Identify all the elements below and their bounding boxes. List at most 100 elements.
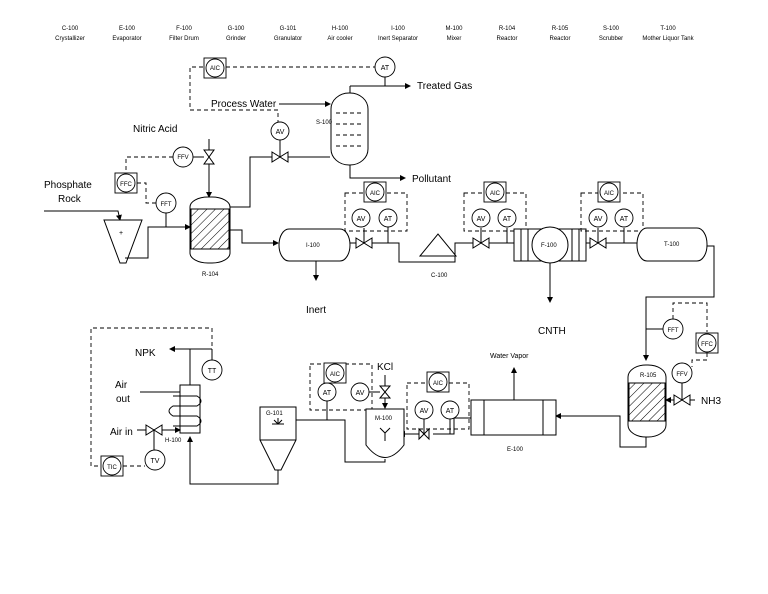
crystallizer-c100: C-100: [418, 233, 458, 279]
r105-to-e100-line: [555, 413, 647, 448]
phosphate-rock-line: [44, 210, 122, 221]
air-in-label: Air in: [110, 427, 133, 438]
legend-item-c100: C-100 Crystallizer: [55, 26, 85, 42]
legend-item-t100: T-100 Mother Liquor Tank: [642, 26, 694, 42]
aic-label: AIC: [433, 381, 444, 387]
aic-label: AIC: [370, 191, 381, 197]
analyzer-valve-label: AV: [276, 129, 285, 136]
legend-code: E-100: [119, 26, 136, 32]
scrubber-vessel: [330, 92, 369, 166]
legend-item-g101: G-101 Granulator: [274, 26, 302, 42]
legend-code: R-104: [499, 26, 516, 32]
legend-item-h100: H-100 Air cooler: [327, 26, 352, 42]
filter-drum-f100: F-100: [513, 226, 587, 264]
at-label: AT: [620, 216, 629, 223]
rock-to-reactor-line: [125, 224, 191, 259]
fft-label: FFT: [161, 202, 172, 208]
f100-label: F-100: [541, 243, 557, 249]
tic-label: TIC: [107, 465, 117, 471]
legend-name: Mother Liquor Tank: [642, 36, 694, 42]
at-label: AT: [446, 408, 455, 415]
mixer-m100: M-100: [365, 408, 405, 458]
control-valve-c100-inlet[interactable]: [355, 237, 373, 249]
air-in-valve[interactable]: [145, 424, 163, 436]
ffv-label: FFV: [676, 372, 687, 378]
ffv-label: FFV: [177, 155, 188, 161]
mother-liquor-tank-t100: T-100: [636, 227, 708, 262]
cnth-label: CNTH: [538, 326, 566, 337]
kcl-valve[interactable]: [378, 385, 392, 399]
c100-label: C-100: [431, 273, 448, 279]
legend-item-f100: F-100 Filter Drum: [169, 26, 199, 42]
analyzer-valve-m100: [414, 400, 434, 420]
control-valve-t100-inlet[interactable]: [589, 237, 607, 249]
kcl-label: KCl: [377, 362, 393, 373]
nh3-valve[interactable]: [673, 394, 691, 406]
inert-label: Inert: [306, 305, 326, 316]
rock-hopper: [103, 219, 143, 264]
legend-item-g100: G-100 Grinder: [226, 26, 246, 42]
inert-separator-i100: I-100: [278, 228, 351, 262]
r105-label: R-105: [640, 373, 657, 379]
nitric-acid-label: Nitric Acid: [133, 124, 177, 135]
water-vapor-label: Water Vapor: [490, 353, 529, 360]
legend-item-s100: S-100 Scrubber: [599, 26, 623, 42]
reactor-r105: R-105: [627, 364, 667, 438]
r104-label: R-104: [202, 272, 219, 278]
i100-label: I-100: [306, 243, 320, 249]
legend-code: S-100: [603, 26, 620, 32]
analyzer-controller-label: AIC: [210, 66, 221, 72]
legend-code: G-100: [228, 26, 245, 32]
legend-code: F-100: [176, 26, 192, 32]
legend-name: Air cooler: [327, 36, 352, 42]
t100-to-r105-line: [645, 245, 715, 355]
legend-name: Reactor: [496, 36, 517, 42]
reactor-vapor-line: [230, 156, 272, 208]
legend-name: Reactor: [549, 36, 570, 42]
tv-label: TV: [151, 458, 160, 465]
legend-item-m100: M-100 Mixer: [445, 26, 463, 42]
av-label: AV: [594, 216, 603, 223]
granulator-g101: G-101: [259, 406, 297, 471]
process-water-label: Process Water: [211, 99, 277, 110]
legend-code: G-101: [280, 26, 297, 32]
analyzer-valve-f100: [471, 208, 491, 228]
temperature-valve: [144, 449, 166, 471]
at-label: AT: [323, 390, 332, 397]
legend-name: Granulator: [274, 36, 302, 42]
t100-label: T-100: [664, 242, 680, 248]
av-label: AV: [477, 216, 486, 223]
hopper-plus: +: [119, 230, 123, 237]
m100-label: M-100: [375, 416, 393, 422]
analyzer-valve-c100: [351, 208, 371, 228]
legend-code: H-100: [332, 26, 349, 32]
legend-item-i100: I-100 Inert Separator: [378, 26, 418, 42]
analyzer-transmitter-m100: [440, 400, 460, 420]
analyzer-loop-top: AT AIC AV: [189, 56, 396, 157]
at-label: AT: [503, 216, 512, 223]
legend-name: Crystallizer: [55, 36, 85, 42]
aic-label: AIC: [490, 191, 501, 197]
legend-code: I-100: [391, 26, 405, 32]
npk-line: [169, 346, 191, 385]
legend-name: Mixer: [447, 36, 462, 42]
aic-label: AIC: [330, 372, 341, 378]
av-label: AV: [357, 216, 366, 223]
e100-outlet-line: [433, 417, 471, 435]
pollutant-line: [349, 165, 406, 181]
r104-to-i100-line: [230, 229, 279, 246]
av-label: AV: [356, 390, 365, 397]
pollutant-label: Pollutant: [412, 174, 451, 185]
analyzer-transmitter-label: AT: [381, 65, 390, 72]
phosphate-rock-label-1: Phosphate: [44, 180, 92, 191]
phosphate-rock-label-2: Rock: [58, 194, 82, 205]
e100-label: E-100: [507, 447, 524, 453]
ffc-label: FFC: [120, 182, 132, 188]
legend-name: Scrubber: [599, 36, 623, 42]
tt-label: TT: [208, 368, 217, 375]
nitric-acid-valve[interactable]: [203, 149, 215, 165]
npk-label: NPK: [135, 348, 156, 359]
analyzer-valve-t100: [588, 208, 608, 228]
air-out-label-1: Air: [115, 380, 128, 391]
